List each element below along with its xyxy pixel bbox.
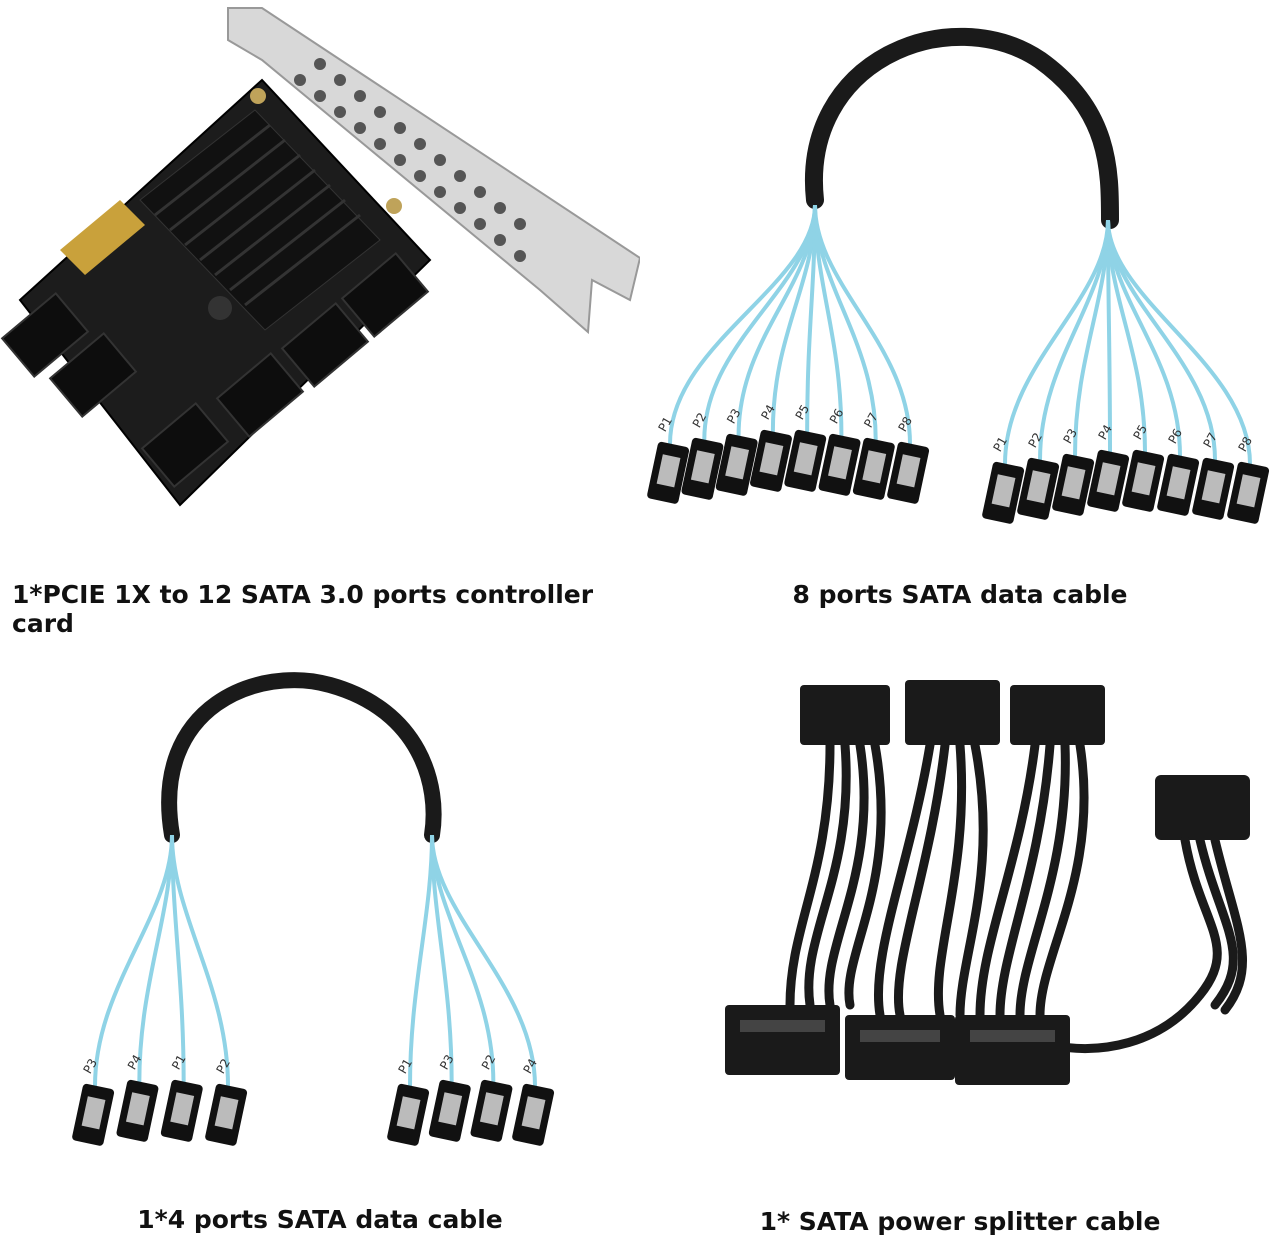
sata-connector-head: P4 xyxy=(512,1056,555,1146)
power-splitter-caption: 1* SATA power splitter cable xyxy=(759,1207,1161,1236)
port-label: P4 xyxy=(758,402,778,422)
sata-connector-head: P3 xyxy=(715,406,758,496)
port-label: P8 xyxy=(1235,434,1255,454)
4port-cable-caption: 1*4 ports SATA data cable xyxy=(137,1205,503,1234)
sata-connector-head: P6 xyxy=(1157,426,1200,516)
controller-card-image xyxy=(0,7,640,507)
sata-connector-head: P3 xyxy=(1052,426,1095,516)
product-4port-cable: P3 P4 P1 P2 P1 P3 P2 P4 1*4 ports SATA data ca… xyxy=(0,625,640,1250)
sata-connector-head: P1 xyxy=(387,1056,430,1146)
port-label: P5 xyxy=(793,402,813,422)
sata-connector-head: P1 xyxy=(982,434,1025,524)
port-label: P1 xyxy=(990,434,1010,454)
port-label: P6 xyxy=(827,406,847,426)
sata-connector-head: P8 xyxy=(887,414,930,504)
port-label: P4 xyxy=(1095,422,1115,442)
controller-card-caption: 1*PCIE 1X to 12 SATA 3.0 ports controlle… xyxy=(12,580,594,638)
sata-connector-head: P1 xyxy=(160,1052,203,1142)
port-label: P1 xyxy=(395,1056,415,1076)
sata-connector-head: P5 xyxy=(784,402,827,492)
sata-connector-head: P7 xyxy=(1192,430,1235,520)
sata-connector-head: P7 xyxy=(852,410,895,500)
sata-connector-head: P3 xyxy=(72,1056,115,1146)
port-label: P6 xyxy=(1165,426,1185,446)
port-label: P3 xyxy=(724,406,744,426)
sata-connector-head: P4 xyxy=(1087,422,1130,512)
port-label: P2 xyxy=(1025,430,1045,450)
4port-cable-image: P3 P4 P1 P2 P1 P3 P2 P4 xyxy=(72,672,555,1146)
sata-connector-head: P5 xyxy=(1122,422,1165,512)
port-label: P8 xyxy=(895,414,915,434)
port-label: P3 xyxy=(1060,426,1080,446)
port-label: P3 xyxy=(437,1052,457,1072)
product-controller-card: 1*PCIE 1X to 12 SATA 3.0 ports controlle… xyxy=(0,0,640,638)
port-label: P3 xyxy=(80,1056,100,1076)
sata-connector-head: P4 xyxy=(750,402,792,492)
8port-cable-caption: 8 ports SATA data cable xyxy=(792,580,1128,609)
sata-connector-head: P2 xyxy=(1017,430,1060,520)
port-label: P1 xyxy=(655,414,675,434)
port-label: P4 xyxy=(520,1056,540,1076)
port-label: P2 xyxy=(479,1052,499,1072)
port-label: P2 xyxy=(690,410,710,430)
sata-connector-head: P6 xyxy=(818,406,861,496)
port-label: P2 xyxy=(213,1056,233,1076)
product-power-splitter: 1* SATA power splitter cable xyxy=(640,625,1280,1250)
sata-connector-head: P2 xyxy=(205,1056,248,1146)
port-label: P5 xyxy=(1130,422,1150,442)
sata-connector-head: P3 xyxy=(428,1052,471,1142)
sata-connector-head: P4 xyxy=(116,1052,159,1142)
sata-connector-head: P2 xyxy=(681,410,724,500)
port-label: P7 xyxy=(861,410,881,430)
port-label: P7 xyxy=(1200,430,1220,450)
sata-connector-head: P2 xyxy=(470,1052,513,1142)
power-splitter-image xyxy=(725,680,1250,1085)
port-label: P4 xyxy=(125,1052,145,1072)
sata-connector-head: P1 xyxy=(647,414,690,504)
port-label: P1 xyxy=(169,1052,189,1072)
sata-connector-head: P8 xyxy=(1227,434,1270,524)
